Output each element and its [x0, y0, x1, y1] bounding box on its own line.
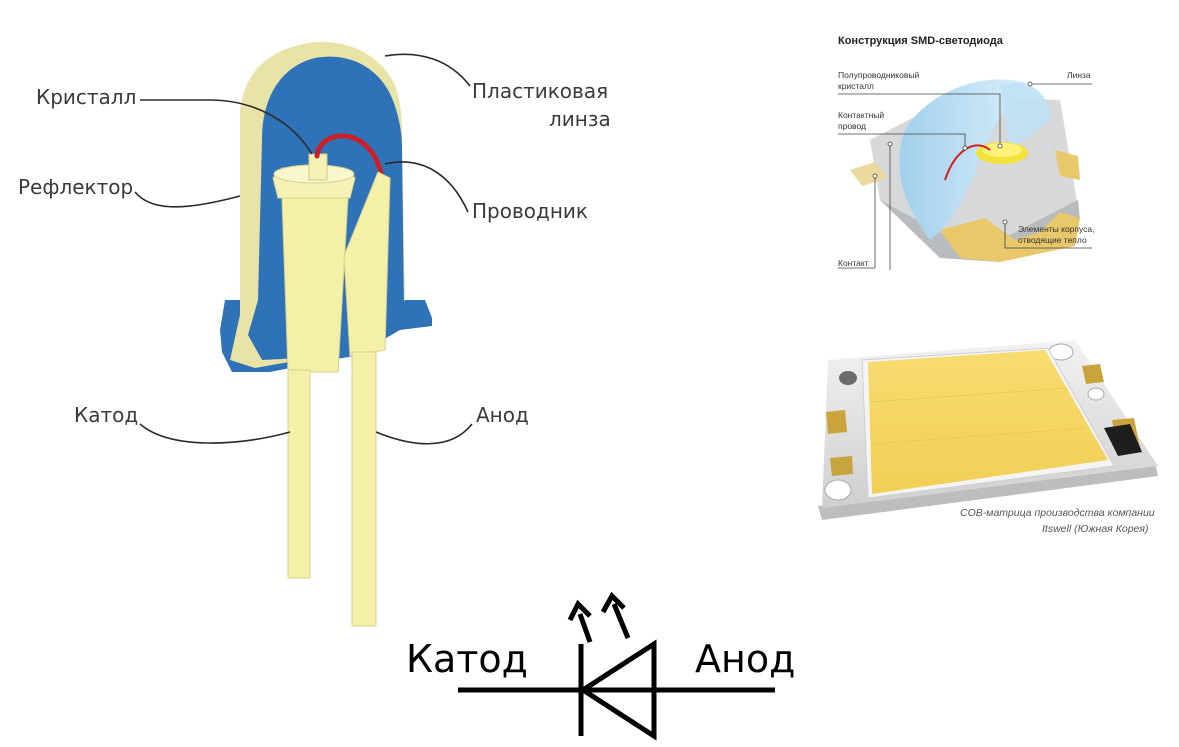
smd-label-contact-wire-1: Контактный: [838, 110, 884, 120]
cob-caption-line1: COB-матрица производства компании: [960, 507, 1155, 519]
smd-led-diagram: Конструкция SMD-светодиода Полупроводник…: [838, 35, 1095, 270]
led-schematic-symbol: Катод Анод: [406, 591, 795, 741]
cob-matrix: COB-матрица производства компании Itswel…: [818, 340, 1158, 535]
cathode-leg: [287, 369, 311, 579]
symbol-label-anode: Анод: [695, 637, 795, 681]
smd-label-contact-wire-2: провод: [838, 121, 866, 131]
cob-caption-line2: Itswell (Южная Корея): [1042, 523, 1149, 535]
symbol-label-cathode: Катод: [406, 637, 528, 681]
cob-phosphor: [868, 350, 1108, 494]
label-cathode: Катод: [74, 403, 138, 427]
anode-leg: [351, 351, 377, 627]
smd-title: Конструкция SMD-светодиода: [838, 35, 1004, 47]
led-wire: [314, 133, 385, 181]
label-crystal: Кристалл: [36, 85, 136, 109]
label-conductor: Проводник: [472, 199, 588, 223]
smd-label-lens: Линза: [1067, 70, 1091, 80]
smd-label-heat-2: отводящие тепло: [1018, 235, 1087, 245]
through-hole-led: Кристалл Рефлектор Пластиковая линза Про…: [18, 41, 611, 627]
smd-label-semiconductor-2: кристалл: [838, 81, 874, 91]
label-anode: Анод: [476, 403, 529, 427]
smd-label-semiconductor-1: Полупроводниковый: [838, 70, 919, 80]
label-reflector: Рефлектор: [18, 175, 133, 199]
label-lens-line2: линза: [549, 107, 611, 131]
label-lens-line1: Пластиковая: [472, 79, 608, 103]
smd-label-contact: Контакт: [838, 258, 869, 268]
smd-label-heat-1: Элементы корпуса,: [1018, 224, 1095, 234]
